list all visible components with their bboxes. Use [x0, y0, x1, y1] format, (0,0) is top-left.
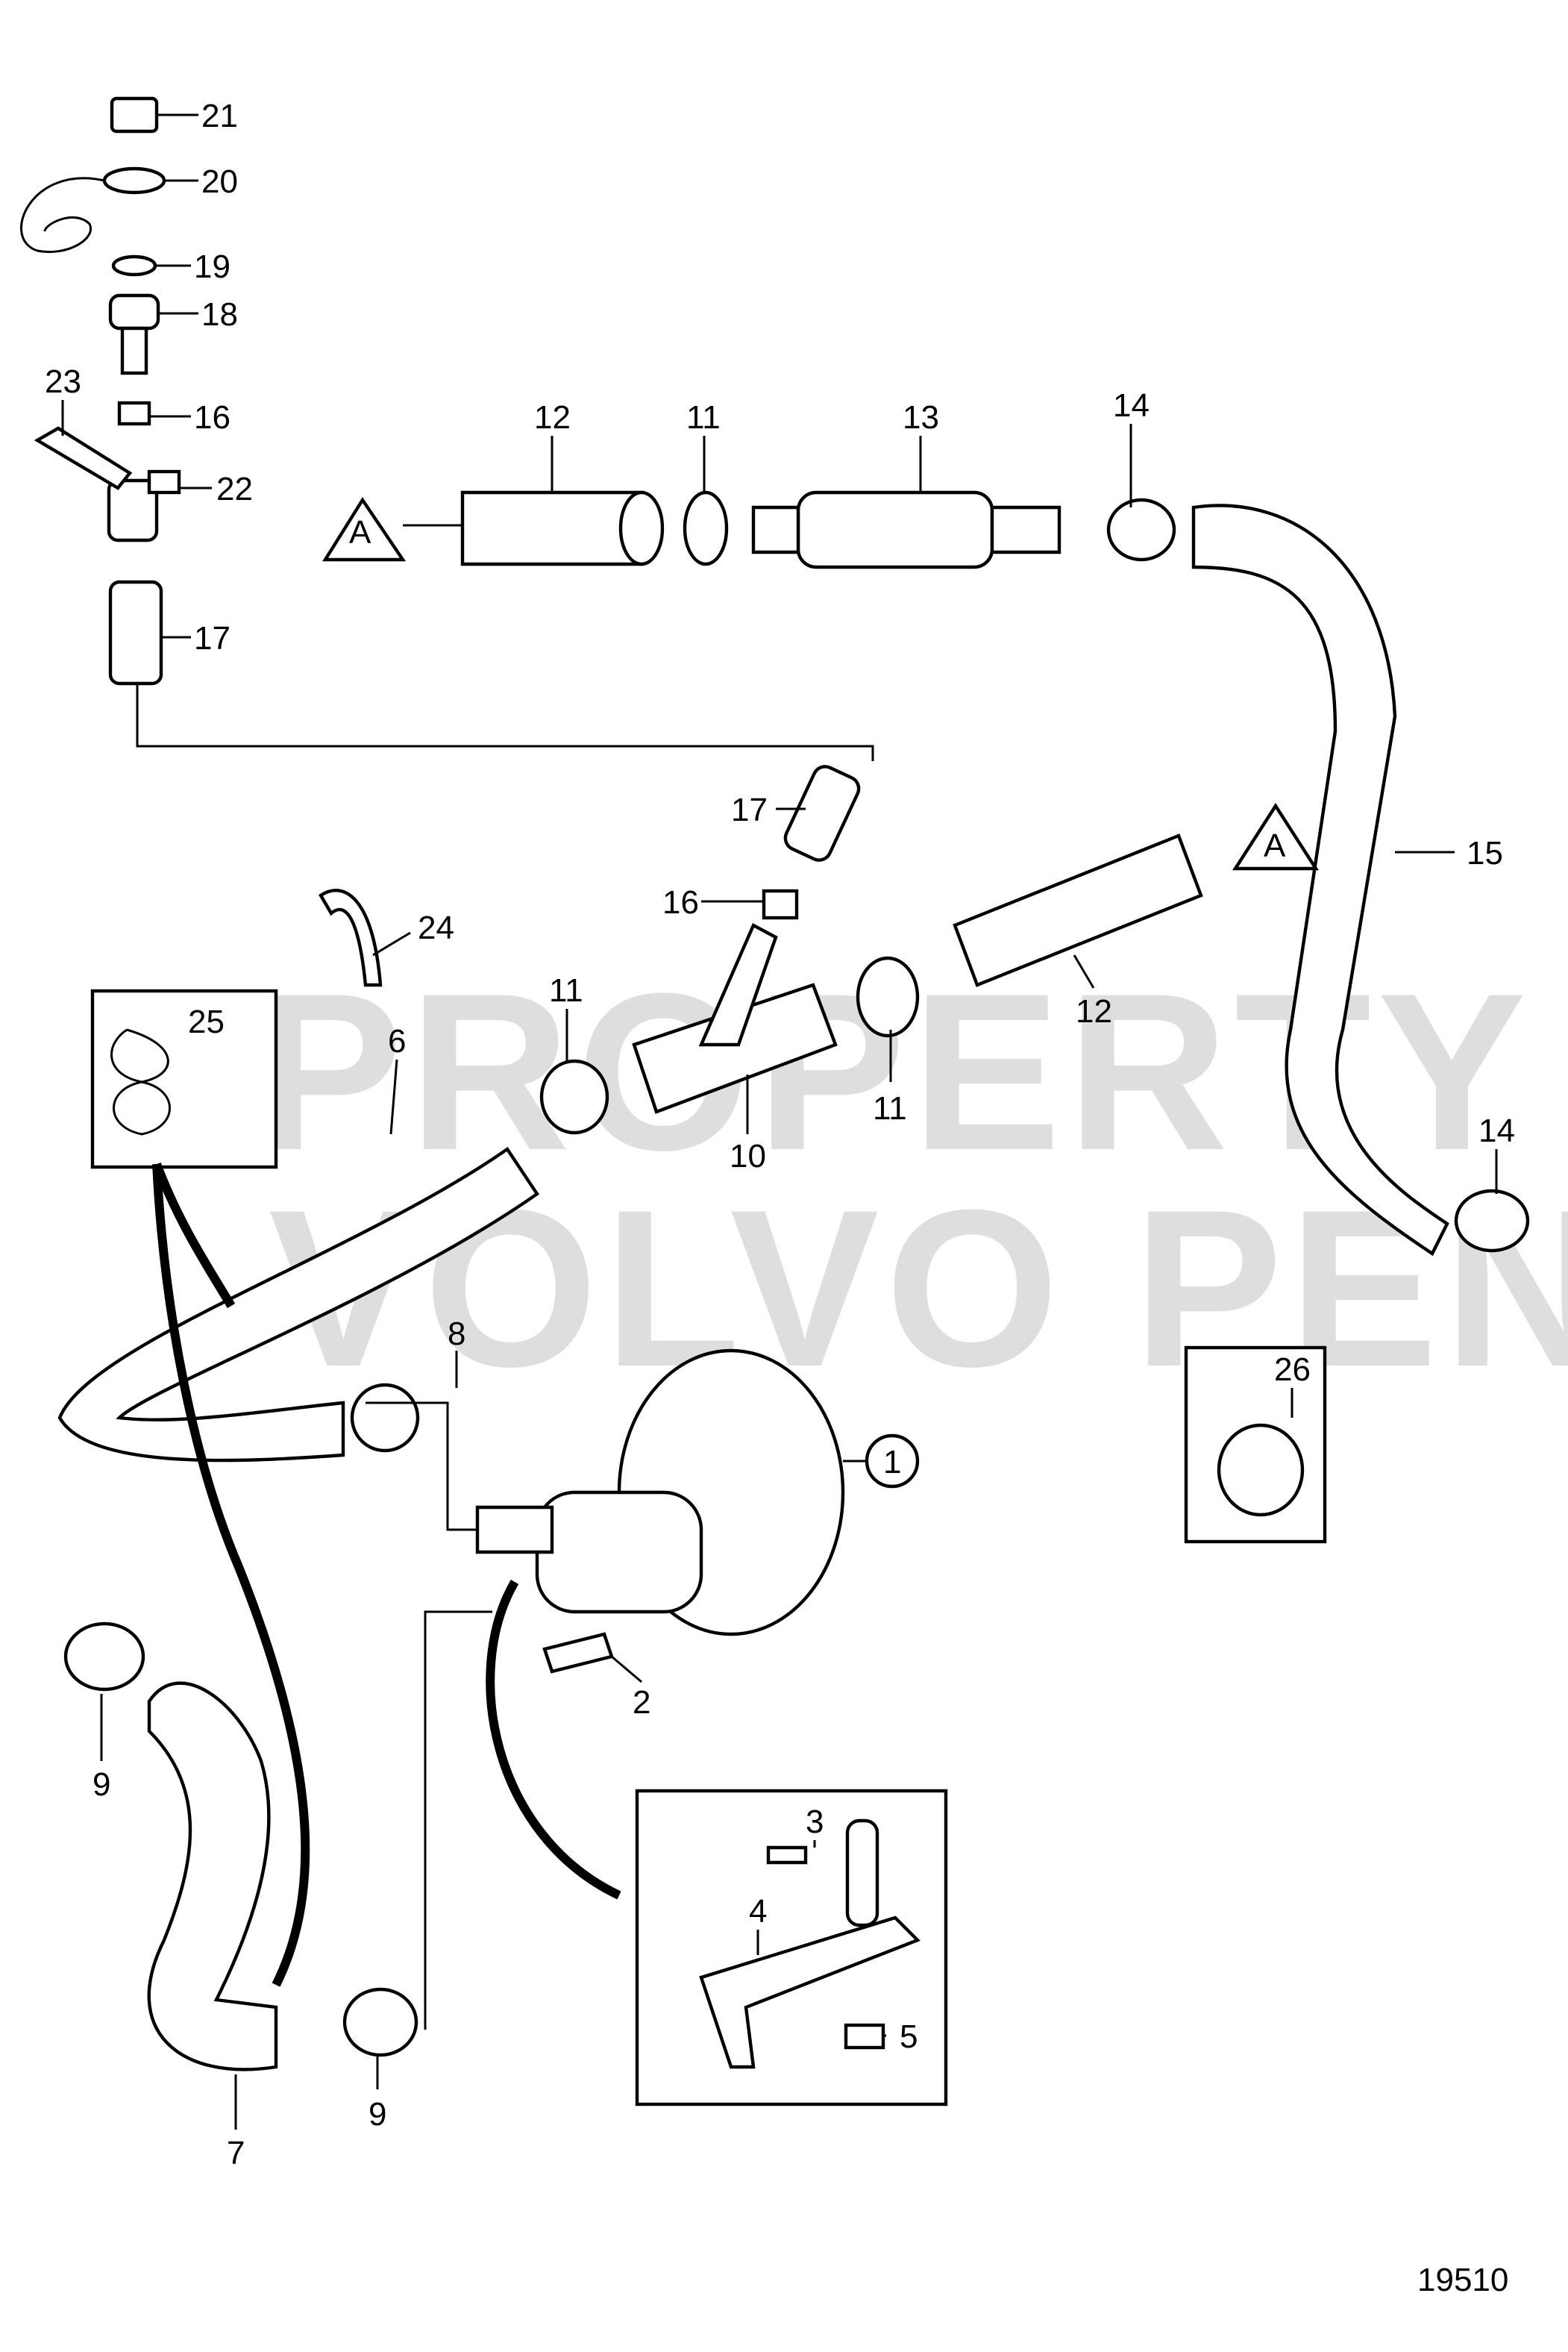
clamp-22 [107, 478, 159, 542]
clip-25 [110, 1028, 171, 1136]
clamp-16 [117, 401, 151, 426]
hose-15 [1191, 504, 1449, 1257]
nipple-18 [108, 293, 160, 331]
callout-17: 17 [731, 792, 768, 828]
callout-12: 12 [1076, 993, 1112, 1030]
filler-cap-assembly [19, 96, 874, 761]
callout-5: 5 [900, 2018, 918, 2055]
callout-26: 26 [1274, 1351, 1311, 1388]
callout-14: 14 [1113, 387, 1150, 424]
callout-9: 9 [92, 1766, 110, 1803]
callout-20: 20 [201, 163, 238, 200]
callout-25: 25 [188, 1004, 225, 1040]
callout-1: 1 [883, 1444, 901, 1480]
hose-12a [460, 490, 644, 566]
callout-15: 15 [1467, 835, 1503, 872]
callout-16: 16 [194, 399, 231, 436]
callout-10: 10 [730, 1138, 766, 1175]
callout-6: 6 [388, 1023, 406, 1060]
seal-20 [102, 166, 166, 195]
callout-19: 19 [194, 248, 231, 285]
ref-triangle-a-2 [1232, 802, 1320, 871]
callout-13: 13 [903, 399, 939, 436]
hose-17a [108, 580, 163, 686]
callout-4: 4 [749, 1893, 767, 1930]
leader-lines [61, 113, 1498, 2130]
clamp-11b [539, 1059, 609, 1135]
callout-24: 24 [418, 910, 454, 946]
screw-2 [542, 1632, 614, 1674]
clamp-14b [1454, 1189, 1530, 1253]
seal-strap [19, 177, 105, 253]
callout-22: 22 [216, 471, 253, 507]
clamp-11a [683, 490, 729, 566]
heater-13 [796, 490, 994, 569]
callout-18: 18 [201, 296, 238, 333]
clamp-24 [319, 889, 383, 987]
clip-5 [844, 2023, 885, 2050]
arrow-box-to-pump [486, 1579, 621, 1900]
callout-labels: 21 20 19 18 16 23 22 17 12 11 13 14 A A … [45, 98, 1515, 2298]
hose-12b [953, 833, 1203, 987]
callout-7: 7 [227, 2135, 245, 2171]
callout-2: 2 [633, 1684, 650, 1721]
ref-marker-a-1: A [349, 514, 371, 551]
hose-7 [147, 1681, 278, 2071]
callout-11: 11 [873, 1090, 907, 1127]
callout-16: 16 [662, 884, 699, 921]
bracket-4 [699, 1915, 921, 2069]
ref-triangle-a-1 [322, 496, 407, 562]
clamp-9b [342, 1987, 418, 2057]
callout-9: 9 [369, 2096, 386, 2133]
callout-21: 21 [201, 98, 238, 134]
callout-8: 8 [448, 1316, 465, 1352]
bracket-22 [147, 469, 181, 495]
callout-11: 11 [686, 399, 721, 436]
upper-hose-line [322, 490, 1530, 1257]
hose-route-line [136, 684, 874, 761]
callout-1-circle [865, 1433, 920, 1489]
hose-17b [783, 765, 861, 862]
callout-12: 12 [534, 399, 571, 436]
callout-17: 17 [194, 620, 231, 657]
clamp-14a [1106, 498, 1176, 562]
plug-21 [110, 96, 159, 134]
clamp-16b [762, 889, 799, 920]
screw-23 [34, 426, 133, 490]
ref-marker-a-2: A [1264, 828, 1286, 864]
washer-19 [111, 254, 157, 277]
arrow-25-to-7 [152, 1163, 310, 1987]
callout-11: 11 [549, 972, 583, 1009]
clamp-8 [350, 1383, 420, 1453]
callout-3: 3 [806, 1804, 824, 1840]
detail-box-25 [90, 989, 278, 1169]
clamp-9a [63, 1621, 145, 1692]
arrow-25-to-6 [152, 1162, 236, 1309]
callout-14: 14 [1478, 1113, 1515, 1149]
hose-6 [57, 1146, 540, 1463]
clamp-26 [1217, 1423, 1305, 1517]
screw-3 [766, 1845, 808, 1865]
pump-body [535, 1490, 703, 1614]
clamp-11c [856, 956, 920, 1038]
figure-number: 19510 [1417, 2262, 1508, 2298]
callout-23: 23 [45, 363, 81, 400]
mid-hose-line [57, 765, 1320, 1463]
sea-water-pump [475, 1348, 845, 1674]
nipple-stem [120, 326, 148, 375]
